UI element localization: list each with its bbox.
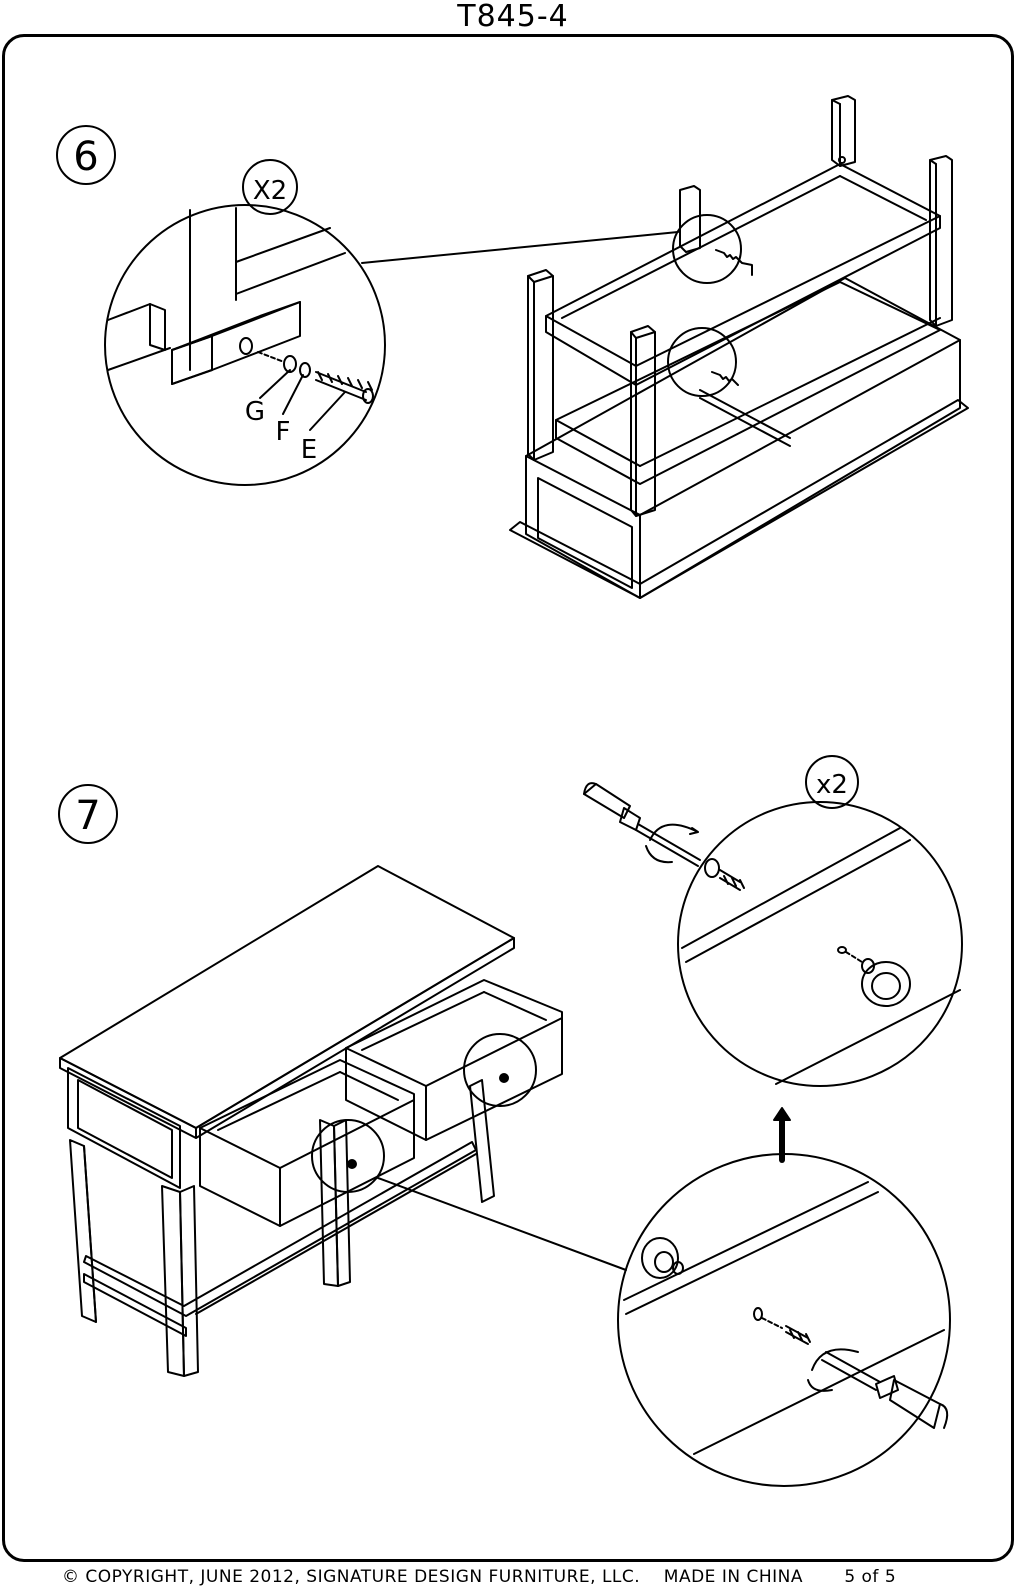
step-6: 6 X2 xyxy=(56,95,969,599)
step-7-console-table xyxy=(59,865,563,1377)
copyright-text: © COPYRIGHT, JUNE 2012, SIGNATURE DESIGN… xyxy=(62,1567,641,1587)
step-7-leader-line xyxy=(377,1177,627,1271)
step-7-badge xyxy=(58,784,118,844)
step-7: 7 xyxy=(58,755,963,1487)
step-7-number: 7 xyxy=(75,793,100,839)
page-number: 5 of 5 xyxy=(844,1567,897,1587)
made-in-text: MADE IN CHINA xyxy=(663,1567,803,1587)
step-6-leader-line xyxy=(361,231,679,264)
part-label-f: F xyxy=(276,417,291,447)
step-7-detail-bottom xyxy=(617,1153,951,1487)
footer: © COPYRIGHT, JUNE 2012, SIGNATURE DESIGN… xyxy=(62,1568,896,1586)
step-6-quantity-badge xyxy=(242,159,298,215)
step-6-detail-circle xyxy=(104,204,386,486)
model-number: T845-4 xyxy=(457,0,569,34)
step-6-table-upside-down xyxy=(509,95,969,599)
step-6-badge xyxy=(56,125,116,185)
screwdriver-icon xyxy=(583,782,745,891)
step-6-number: 6 xyxy=(73,134,98,180)
step-6-detail-parts xyxy=(107,207,374,431)
part-label-e: E xyxy=(301,435,317,465)
step-6-quantity: X2 xyxy=(253,176,287,206)
instruction-frame xyxy=(2,34,1014,1562)
part-label-g: G xyxy=(245,397,265,427)
step-7-quantity-badge xyxy=(805,755,859,809)
step-7-detail-top xyxy=(677,755,963,1163)
step-7-quantity: x2 xyxy=(816,770,848,800)
